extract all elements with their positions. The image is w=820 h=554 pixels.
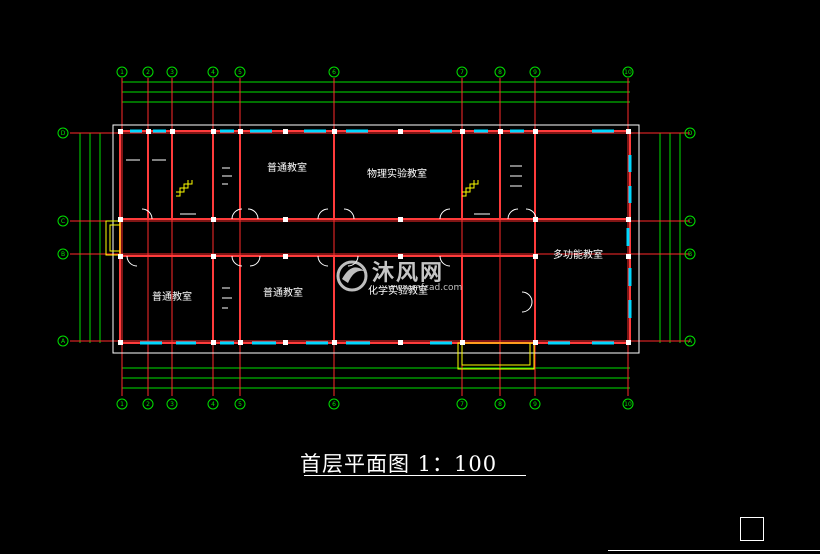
axis-label-right-d: D [688,130,693,137]
corner-box [740,517,764,541]
entrance-porch [105,220,535,370]
axis-label-right-c: C [688,218,692,225]
title-underline [304,475,526,476]
axis-lines [70,78,690,396]
building-outline [112,124,640,354]
axis-label-bottom-2: 2 [146,401,150,408]
watermark: 沐风网 www.mfcad.com [334,255,494,301]
axis-label-right-b: B [688,251,692,258]
axis-label-right-a: A [688,338,693,345]
drawing-title: 首层平面图 1：100 [300,452,498,476]
axis-label-top-2: 2 [146,69,150,76]
axis-label-bottom-7: 7 [460,401,464,408]
room-label-classroom-2: 普通教室 [152,290,192,303]
walls [119,130,631,344]
axis-label-bottom-1: 1 [120,401,124,408]
stairs [176,180,479,197]
room-label-multipurpose: 多功能教室 [553,248,603,261]
windows [130,129,632,345]
room-label-classroom-1: 普通教室 [267,161,307,174]
top-dimension-lines [79,81,681,389]
axis-label-top-8: 8 [498,69,502,76]
axis-label-bottom-6: 6 [332,401,336,408]
axis-label-top-1: 1 [120,69,124,76]
watermark-url: www.mfcad.com [388,283,463,293]
axis-label-top-7: 7 [460,69,464,76]
axis-label-left-a: A [61,338,66,345]
axis-label-top-3: 3 [170,69,174,76]
axis-label-bottom-8: 8 [498,401,502,408]
watermark-logo-icon [336,260,368,292]
annotation-marks [126,159,522,309]
axis-label-top-6: 6 [332,69,336,76]
axis-label-left-c: C [61,218,65,225]
columns [118,129,631,345]
room-label-chemistry-lab: 化学实验教室 [368,284,428,297]
axis-label-top-9: 9 [533,69,537,76]
room-label-classroom-3: 普通教室 [263,286,303,299]
corner-line [608,550,820,551]
axis-label-bottom-3: 3 [170,401,174,408]
axis-label-top-5: 5 [238,69,242,76]
room-label-physics-lab: 物理实验教室 [367,167,427,180]
axis-label-bottom-9: 9 [533,401,537,408]
axis-label-left-b: B [61,251,65,258]
axis-label-top-10: 10 [624,69,632,76]
axis-bubbles [57,66,696,410]
axis-label-bottom-10: 10 [624,401,632,408]
watermark-text: 沐风网 [372,261,445,286]
axis-label-top-4: 4 [211,69,215,76]
axis-label-left-d: D [61,130,66,137]
axis-label-bottom-5: 5 [238,401,242,408]
axis-label-bottom-4: 4 [211,401,215,408]
